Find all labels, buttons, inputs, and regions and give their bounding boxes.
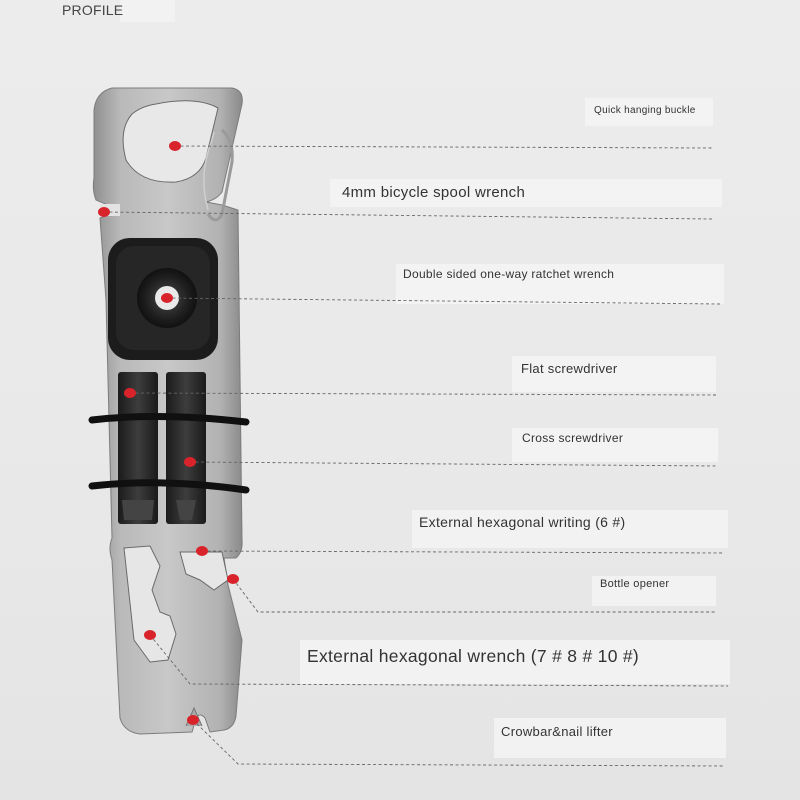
hex-wrench-cutout	[123, 545, 177, 663]
leader-spool-wrench	[103, 211, 713, 220]
leader-hanging-buckle	[174, 145, 713, 149]
profile-label: PROFILE	[62, 2, 124, 18]
callout-label-crowbar: Crowbar&nail lifter	[501, 724, 613, 739]
rubber-band-bottom	[88, 479, 250, 494]
callout-box-hex-wrench	[300, 640, 730, 684]
callout-label-ratchet-wrench: Double sided one-way ratchet wrench	[403, 267, 615, 281]
leader-bottle-opener	[232, 578, 716, 613]
marker-crowbar	[187, 715, 199, 725]
callout-label-hanging-buckle: Quick hanging buckle	[594, 105, 696, 116]
callout-box-bottle-opener	[592, 576, 716, 606]
marker-flat-screwdriver	[124, 388, 136, 398]
leader-cross-screwdriver	[189, 461, 719, 467]
callout-box-cross-screwdriver	[512, 428, 718, 462]
callout-box-flat-screwdriver	[512, 356, 716, 392]
callout-label-hex-writing: External hexagonal writing (6 #)	[419, 514, 626, 530]
marker-spool-wrench	[98, 207, 110, 217]
marker-bottle-opener	[227, 574, 239, 584]
marker-hanging-buckle	[169, 141, 181, 151]
flat-bit-tip	[122, 500, 154, 520]
callout-label-hex-wrench: External hexagonal wrench (7 # 8 # 10 #)	[307, 646, 640, 666]
leader-crowbar	[192, 719, 725, 767]
header-strip	[120, 0, 175, 22]
hanging-buckle-hole	[122, 100, 219, 183]
callout-box-hex-writing	[412, 510, 728, 548]
leader-flat-screwdriver	[129, 392, 717, 396]
callout-box-spool-wrench	[330, 179, 722, 207]
callout-label-cross-screwdriver: Cross screwdriver	[522, 431, 624, 445]
bottle-opener-cutout	[179, 551, 229, 591]
cross-bit-tip	[176, 500, 196, 520]
leader-hex-wrench	[149, 634, 729, 687]
marker-ratchet-wrench	[161, 293, 173, 303]
leader-hex-writing	[201, 550, 725, 554]
callout-box-ratchet-wrench	[396, 264, 724, 304]
callout-box-hanging-buckle	[585, 98, 713, 126]
callout-label-spool-wrench: 4mm bicycle spool wrench	[342, 184, 526, 201]
callout-label-bottle-opener: Bottle opener	[600, 578, 670, 590]
marker-cross-screwdriver	[184, 457, 196, 467]
marker-hex-wrench	[144, 630, 156, 640]
callout-box-crowbar	[494, 718, 726, 758]
marker-hex-writing	[196, 546, 208, 556]
rubber-band-top	[88, 412, 250, 426]
leader-ratchet-wrench	[166, 297, 721, 305]
callout-label-flat-screwdriver: Flat screwdriver	[521, 361, 618, 376]
gate-wire	[206, 128, 234, 222]
gate-wire-inner	[203, 131, 215, 211]
